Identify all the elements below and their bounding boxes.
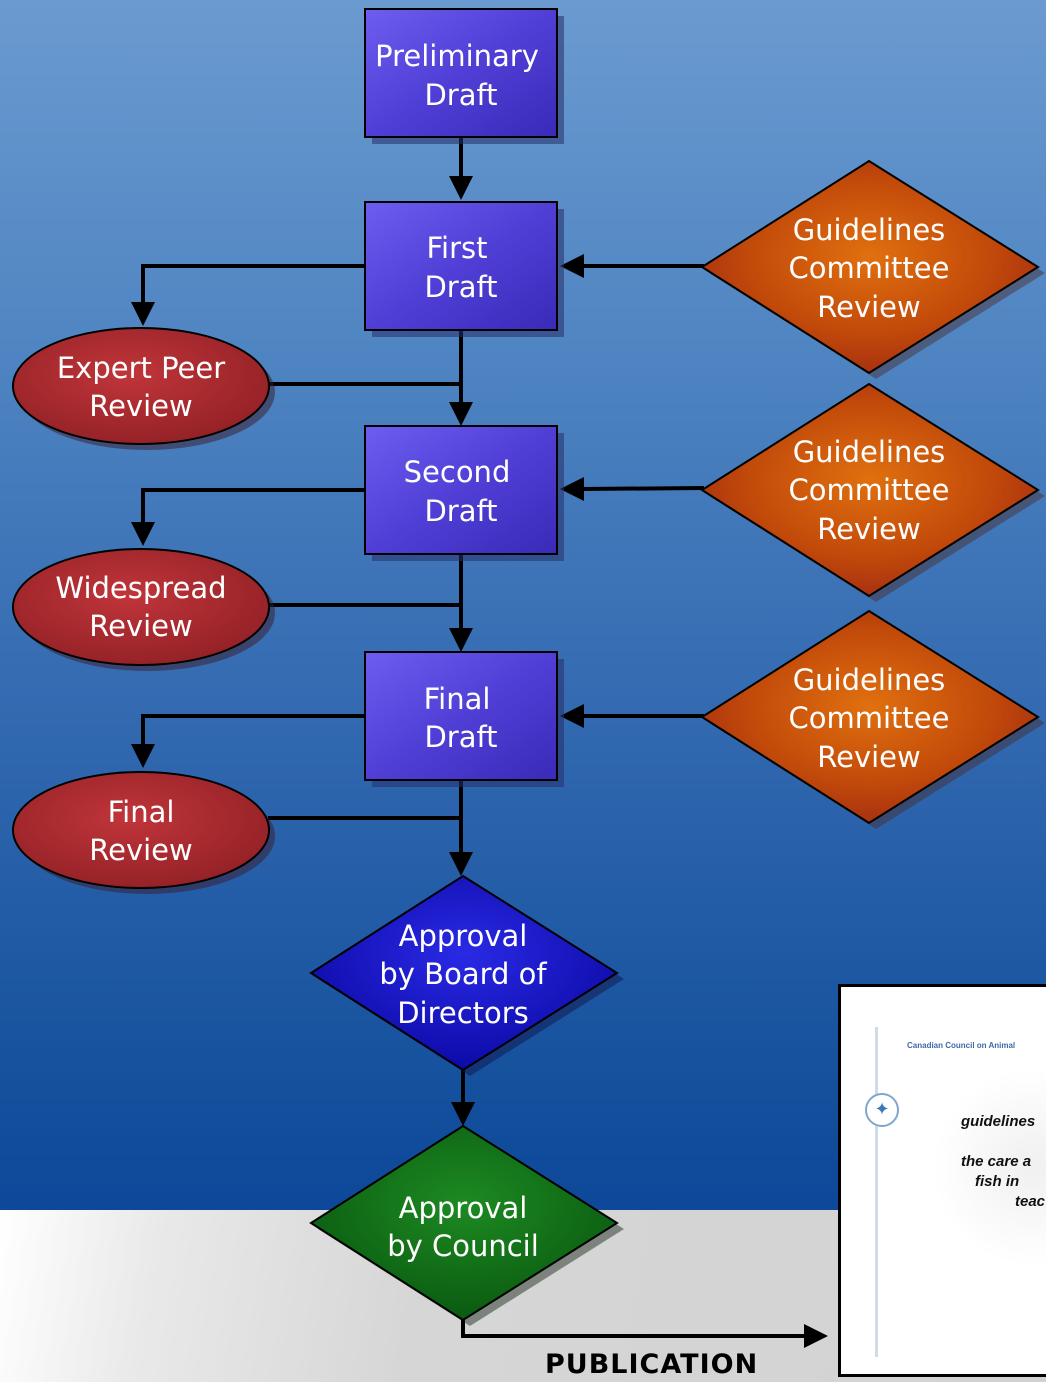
approval-council-diamond: Approval by Council: [309, 1124, 624, 1326]
ccac-seal-icon: ✦: [865, 1093, 899, 1127]
committee-label-line: Guidelines: [793, 435, 946, 469]
review-ellipse-final: Final Review: [12, 771, 275, 894]
draft-box-second: Second Draft: [364, 425, 564, 561]
review-label-line: Review: [89, 389, 192, 423]
committee-diamond-2: Guidelines Committee Review: [700, 382, 1045, 602]
line-second-to-widespread: [141, 488, 366, 524]
arrowhead: [131, 744, 155, 768]
committee-label-line: Review: [817, 512, 920, 546]
document-subtitle-line: the care a: [961, 1153, 1032, 1170]
board-label-line: Directors: [397, 996, 529, 1030]
draft-label-line: Draft: [424, 270, 497, 304]
arrowhead: [451, 1102, 475, 1126]
review-label-line: Final: [108, 795, 175, 829]
document-header: Canadian Council on Animal: [907, 1041, 1016, 1050]
draft-box-preliminary: Preliminary Draft: [364, 8, 564, 144]
review-label-line: Review: [89, 609, 192, 643]
document-subtitle-line: fish in: [975, 1173, 1020, 1190]
document-title: guidelines: [961, 1113, 1036, 1130]
arrowhead: [560, 477, 584, 501]
board-label-line: Approval: [399, 919, 528, 953]
committee-label-line: Guidelines: [793, 663, 946, 697]
guidelines-document-thumbnail: Canadian Council on Animal ✦ guidelines …: [838, 984, 1046, 1377]
draft-box-first: First Draft: [364, 201, 564, 337]
arrowhead: [449, 402, 473, 426]
committee-label-line: Committee: [789, 251, 950, 285]
committee-label-line: Committee: [789, 473, 950, 507]
committee-diamond-3: Guidelines Committee Review: [700, 609, 1045, 829]
draft-label-line: Preliminary: [375, 39, 539, 73]
draft-label-line: Final: [424, 682, 491, 716]
arrowhead: [131, 302, 155, 326]
council-label-line: by Council: [387, 1229, 539, 1263]
draft-label-line: Second: [404, 455, 511, 489]
arrowhead: [449, 176, 473, 200]
review-label-line: Widespread: [55, 571, 226, 605]
line-final-to-finalreview: [141, 714, 366, 746]
draft-label-line: Draft: [424, 78, 497, 112]
committee-label-line: Review: [817, 290, 920, 324]
draft-label-line: Draft: [424, 720, 497, 754]
publication-label: PUBLICATION: [545, 1349, 759, 1380]
arrowhead: [560, 254, 584, 278]
arrowhead: [131, 522, 155, 546]
draft-label-line: First: [426, 231, 487, 265]
committee-label-line: Committee: [789, 701, 950, 735]
connectors: [131, 138, 828, 1348]
document-shadow: [931, 1067, 1046, 1267]
committee-label-line: Guidelines: [793, 213, 946, 247]
review-ellipse-expert-peer: Expert Peer Review: [12, 327, 275, 450]
review-label-line: Review: [89, 833, 192, 867]
line-council-to-publication: [461, 1318, 806, 1338]
document-subtitle-line: teac: [1015, 1193, 1046, 1210]
arrowhead: [449, 628, 473, 652]
committee-diamond-1: Guidelines Committee Review: [700, 159, 1045, 379]
approval-board-diamond: Approval by Board of Directors: [309, 874, 624, 1076]
draft-box-final: Final Draft: [364, 651, 564, 787]
review-ellipse-widespread: Widespread Review: [12, 548, 275, 671]
line-committee2-to-second: [581, 486, 705, 491]
document-margin-rule: [875, 1027, 878, 1357]
review-label-line: Expert Peer: [57, 351, 225, 385]
arrowhead: [804, 1324, 828, 1348]
board-label-line: by Board of: [379, 957, 547, 991]
council-label-line: Approval: [399, 1191, 528, 1225]
committee-label-line: Review: [817, 740, 920, 774]
draft-label-line: Draft: [424, 494, 497, 528]
arrowhead: [560, 704, 584, 728]
line-first-to-expert: [141, 264, 366, 304]
arrowhead: [449, 852, 473, 876]
